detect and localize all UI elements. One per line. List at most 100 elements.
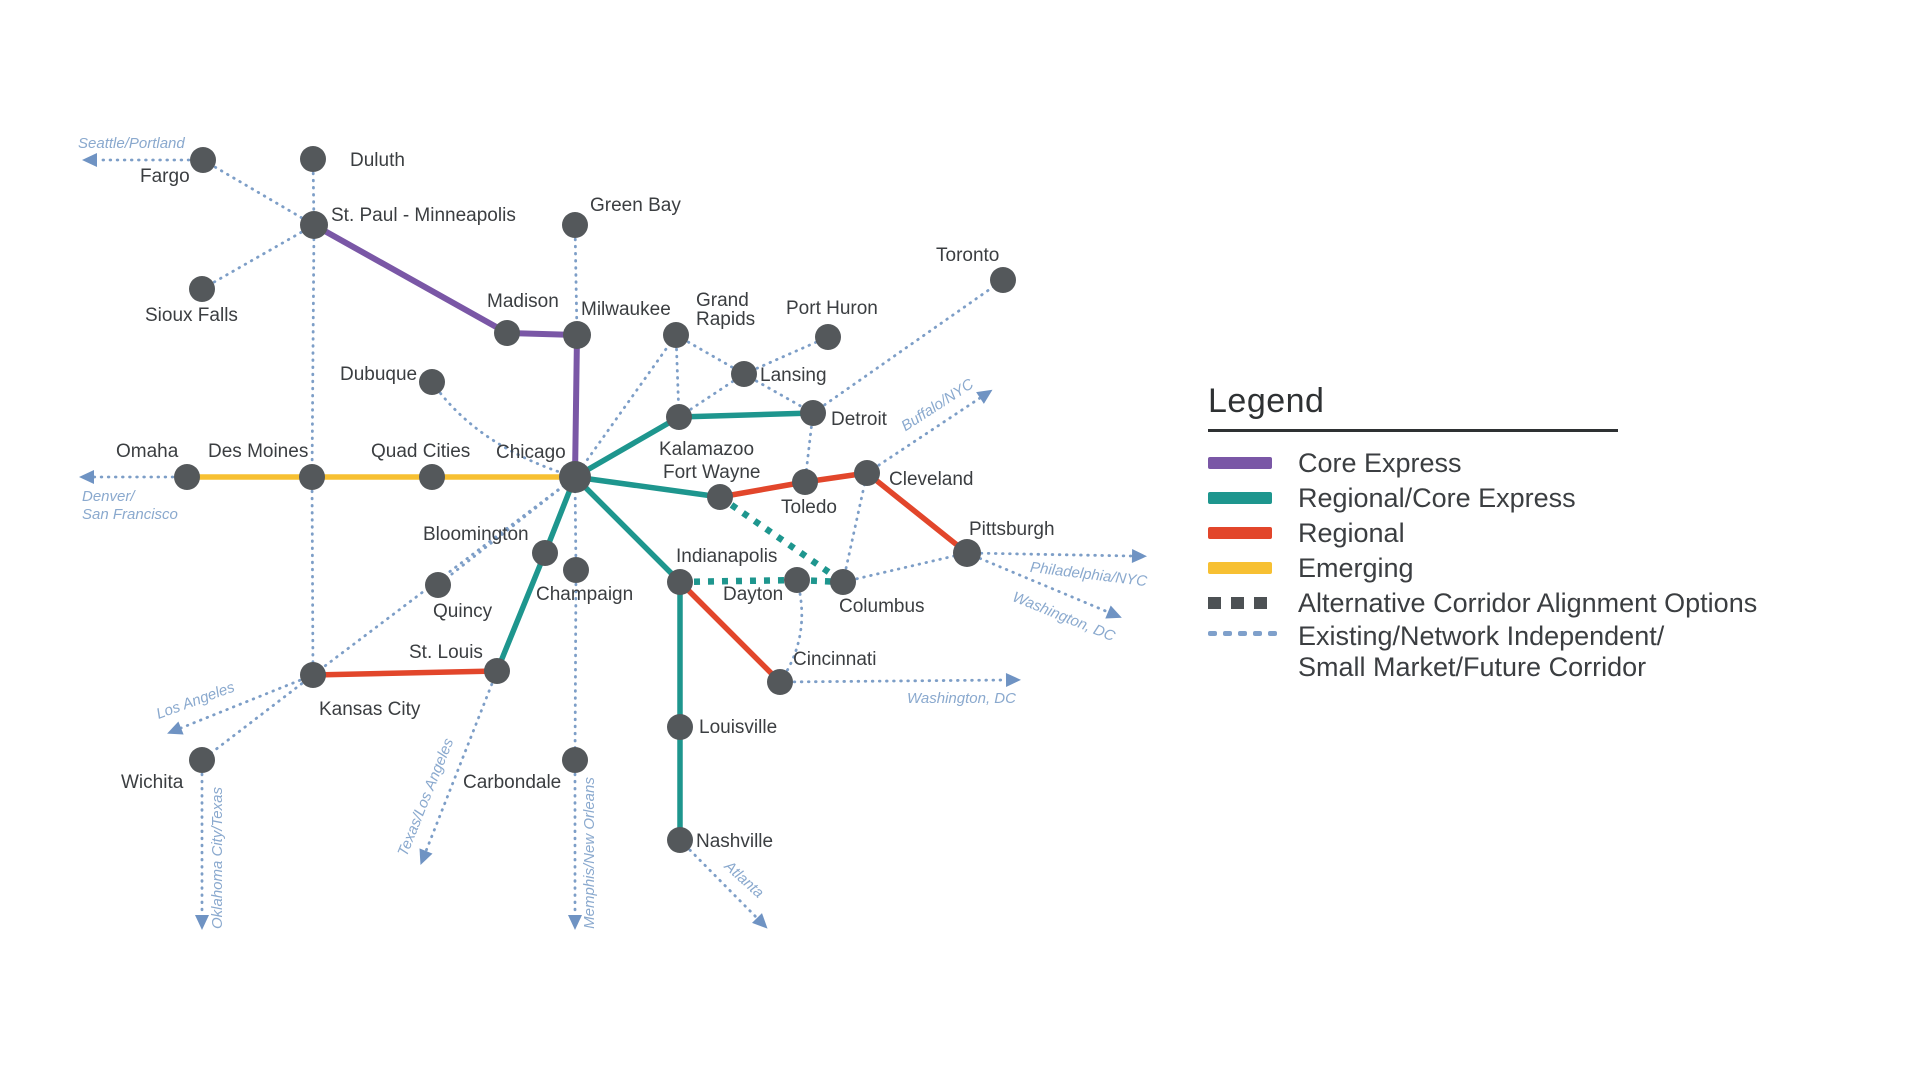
arrow-icon-washington-dc-pittsburgh [1105, 605, 1122, 619]
arrow-icon-atlanta [752, 913, 768, 929]
city-label-kansascity: Kansas City [319, 699, 421, 720]
edge-kansascity-wichita [200, 673, 315, 762]
city-label-wichita: Wichita [121, 772, 184, 793]
corridor-label-memphis-new-orleans: Memphis/New Orleans [581, 777, 598, 929]
city-label-cincinnati: Cincinnati [793, 649, 876, 670]
city-label-stlouis: St. Louis [409, 642, 483, 663]
edge-grandrapids-kalamazoo [674, 333, 681, 419]
arrow-icon-denver-sanfrancisco [79, 470, 94, 484]
edge-detroit-toronto [811, 278, 1005, 415]
city-node-quadcities [419, 464, 445, 490]
edge-chicago-kalamazoo [572, 414, 682, 480]
city-label-nashville: Nashville [696, 831, 773, 852]
corridor-label-washington-dc-cincinnati: Washington, DC [907, 690, 1016, 707]
city-label-columbus: Columbus [839, 596, 925, 617]
edge-bloomington-stlouis [494, 550, 548, 674]
city-node-champaign [563, 557, 589, 583]
edge-fargo-stpaul [201, 158, 316, 227]
city-node-indianapolis [667, 569, 693, 595]
city-label-louisville: Louisville [699, 717, 777, 738]
city-label-omaha: Omaha [116, 441, 179, 462]
city-label-toledo: Toledo [781, 497, 837, 518]
arrow-icon-seattle-portland [82, 153, 97, 167]
city-node-chicago [559, 461, 591, 493]
legend-swatch-alternative [1208, 597, 1272, 609]
edge-chicago-fortwayne [572, 474, 723, 500]
city-node-fargo [190, 147, 216, 173]
legend-item-core_express: Core Express [1208, 446, 1648, 481]
city-label-fortwayne: Fort Wayne [663, 462, 761, 483]
city-node-cleveland [854, 460, 880, 486]
city-node-kalamazoo [666, 404, 692, 430]
legend-item-regional: Regional [1208, 516, 1648, 551]
city-label-dubuque: Dubuque [340, 364, 417, 385]
city-node-cincinnati [767, 669, 793, 695]
corridor-line-atlanta [678, 838, 759, 920]
city-node-fortwayne [707, 484, 733, 510]
edge-columbus-cleveland [841, 471, 869, 584]
legend-label-regional: Regional [1298, 517, 1405, 548]
city-node-stlouis [484, 658, 510, 684]
city-label-porthuron: Port Huron [786, 298, 878, 319]
edge-indianapolis-dayton [679, 576, 798, 586]
city-label-madison: Madison [487, 291, 559, 312]
city-node-kansascity [300, 662, 326, 688]
arrow-icon-philadelphia-nyc [1131, 549, 1147, 563]
legend-item-alternative: Alternative Corridor Alignment Options [1208, 586, 1757, 621]
edge-stpaul-madison [311, 222, 510, 336]
city-node-duluth [300, 146, 326, 172]
corridor-label-atlanta: Atlanta [720, 857, 767, 902]
city-node-carbondale [562, 747, 588, 773]
legend-item-existing: Existing/Network Independent/Small Marke… [1208, 621, 1664, 685]
edge-siouxfalls-stpaul [200, 223, 316, 291]
city-label-champaign: Champaign [536, 584, 633, 605]
city-label-milwaukee: Milwaukee [581, 299, 671, 320]
city-node-toledo [792, 469, 818, 495]
city-node-greenbay [562, 212, 588, 238]
edge-kansascity-stlouis [310, 668, 500, 678]
city-label-lansing: Lansing [760, 365, 827, 386]
edge-lansing-detroit [742, 372, 815, 415]
corridor-label-denver-sanfrancisco: Denver/San Francisco [82, 488, 178, 523]
corridor-label-washington-dc-pittsburgh: Washington, DC [1010, 589, 1118, 646]
city-node-columbus [830, 569, 856, 595]
city-label-bloomington: Bloomington [423, 524, 529, 545]
edge-fortwayne-toledo [717, 479, 808, 500]
city-node-wichita [189, 747, 215, 773]
edge-kalamazoo-detroit [676, 410, 816, 420]
city-node-toronto [990, 267, 1016, 293]
city-label-quadcities: Quad Cities [371, 441, 470, 462]
city-label-siouxfalls: Sioux Falls [145, 305, 238, 326]
city-label-duluth: Duluth [350, 150, 405, 171]
edge-chicago-grandrapids [573, 333, 678, 479]
arrow-icon-oklahoma-city-texas [195, 915, 209, 930]
edge-stpaul-desmoines [310, 223, 316, 479]
legend-item-emerging: Emerging [1208, 551, 1648, 586]
city-node-bloomington [532, 540, 558, 566]
edge-cleveland-pittsburgh [864, 470, 970, 556]
city-node-detroit [800, 400, 826, 426]
legend-swatch-core_express [1208, 457, 1272, 469]
city-node-lansing [731, 361, 757, 387]
city-label-detroit: Detroit [831, 409, 888, 430]
legend-label-core_express: Core Express [1298, 447, 1462, 478]
city-label-toronto: Toronto [936, 245, 999, 266]
legend-swatch-emerging [1208, 562, 1272, 574]
edge-desmoines-kansascity [310, 475, 315, 677]
city-label-cleveland: Cleveland [889, 469, 974, 490]
edge-grandrapids-lansing [674, 333, 746, 376]
arrow-icon-texas-los-angeles [419, 848, 433, 865]
city-label-greenbay: Green Bay [590, 195, 681, 216]
city-label-fargo: Fargo [140, 166, 190, 187]
city-node-nashville [667, 827, 693, 853]
legend-label-alternative: Alternative Corridor Alignment Options [1298, 587, 1758, 618]
city-node-siouxfalls [189, 276, 215, 302]
corridor-line-washington-dc-cincinnati [778, 678, 1008, 684]
city-label-carbondale: Carbondale [463, 772, 561, 793]
corridor-line-philadelphia-nyc [965, 551, 1134, 558]
city-node-louisville [667, 714, 693, 740]
